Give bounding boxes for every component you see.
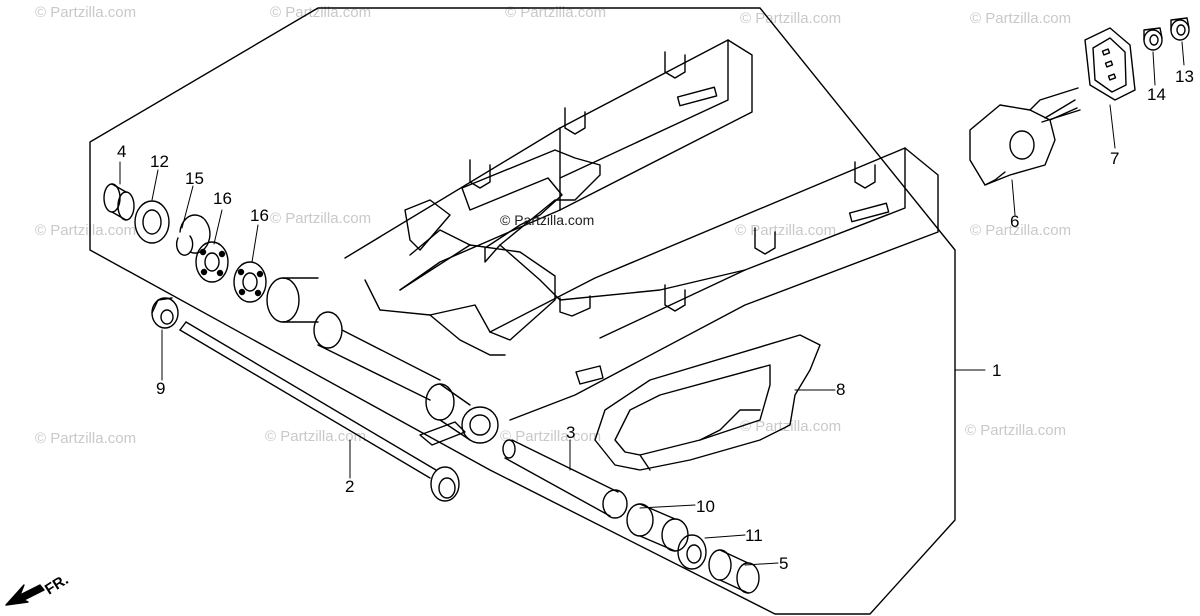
callout-label[interactable]: 4 bbox=[117, 142, 127, 161]
part-15-circlip bbox=[175, 214, 211, 256]
part-4-collar bbox=[103, 183, 135, 221]
callout-label[interactable]: 2 bbox=[345, 477, 355, 496]
part-13-nut bbox=[1170, 17, 1190, 41]
leader-lines bbox=[119, 41, 1185, 566]
part-6-adjuster bbox=[969, 87, 1081, 186]
assembly-outline bbox=[89, 7, 956, 615]
watermark: © Partzilla.com bbox=[970, 222, 1072, 239]
watermark: © Partzilla.com bbox=[970, 10, 1072, 27]
callout-label[interactable]: 5 bbox=[779, 554, 789, 573]
part-8-chain-slider bbox=[594, 334, 821, 471]
part-5-collar bbox=[708, 549, 760, 594]
watermark: © Partzilla.com bbox=[270, 210, 372, 227]
pivot-bolt bbox=[179, 321, 460, 502]
callout-label[interactable]: 15 bbox=[185, 169, 204, 188]
center-credit: © Partzilla.com bbox=[500, 212, 595, 228]
watermark: © Partzilla.com bbox=[735, 222, 837, 239]
callout-label[interactable]: 14 bbox=[1147, 85, 1166, 104]
callout-label[interactable]: 11 bbox=[745, 526, 763, 545]
swingarm bbox=[266, 39, 939, 446]
callout-label[interactable]: 10 bbox=[696, 497, 715, 516]
part-16-bearing bbox=[233, 261, 267, 303]
part-9-nut bbox=[151, 297, 179, 329]
part-12-seal bbox=[134, 200, 170, 244]
part-16-bearing bbox=[195, 241, 229, 283]
callout-label[interactable]: 6 bbox=[1010, 212, 1020, 231]
watermark: © Partzilla.com bbox=[740, 418, 842, 435]
callout-label[interactable]: 7 bbox=[1110, 149, 1120, 168]
callout-label[interactable]: 12 bbox=[150, 152, 169, 171]
watermark: © Partzilla.com bbox=[500, 428, 602, 445]
watermark: © Partzilla.com bbox=[35, 222, 137, 239]
watermark: © Partzilla.com bbox=[35, 4, 137, 21]
watermark: © Partzilla.com bbox=[265, 428, 367, 445]
callout-label[interactable]: 16 bbox=[213, 189, 232, 208]
part-11-seal bbox=[677, 534, 707, 570]
callout-label[interactable]: 13 bbox=[1175, 67, 1194, 86]
callout-label[interactable]: 16 bbox=[250, 206, 269, 225]
part-7-plate bbox=[1084, 27, 1136, 101]
callout-label[interactable]: 8 bbox=[836, 380, 846, 399]
watermark: © Partzilla.com bbox=[35, 430, 137, 447]
callout-label[interactable]: 3 bbox=[566, 423, 576, 442]
part-14-nut bbox=[1143, 27, 1163, 51]
part-3-pipe bbox=[502, 439, 628, 519]
callout-label[interactable]: 1 bbox=[992, 361, 1002, 380]
callout-label[interactable]: 9 bbox=[156, 379, 166, 398]
front-arrow-icon bbox=[5, 584, 45, 606]
watermark: © Partzilla.com bbox=[965, 422, 1067, 439]
